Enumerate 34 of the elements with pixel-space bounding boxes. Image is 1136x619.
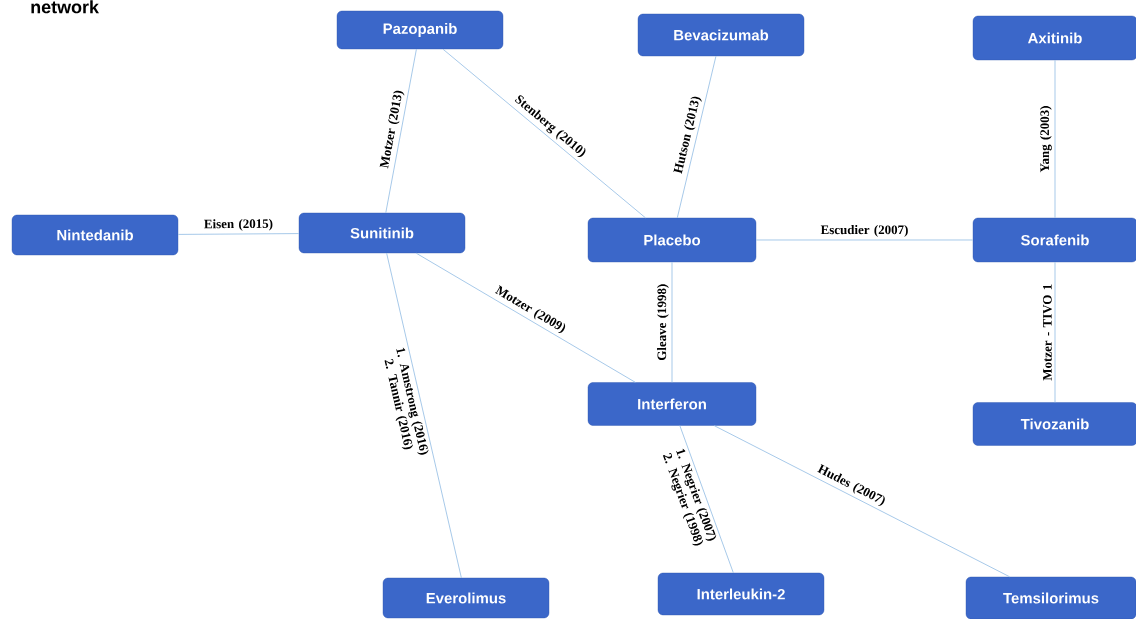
drug-box: Interferon [587,382,757,426]
connector-line [1054,59,1056,219]
drug-box: Sorafenib [972,217,1136,263]
edge-label: Escudier (2007) [820,225,908,237]
connector-line [713,425,1011,578]
edge-label: Eisen (2015) [204,218,273,231]
connector-line [1054,261,1056,403]
connector-line [671,261,673,383]
connector-line [442,48,646,219]
connector-line [679,425,734,574]
drug-box: Placebo [587,217,757,263]
edge-label: Yang (2003) [1039,106,1052,173]
drug-box: Pazopanib [336,10,504,50]
drug-box: Bevacizumab [637,13,805,57]
connector-line [676,55,717,219]
connector-line [385,48,417,214]
drug-box: Sunitinib [298,212,466,254]
drug-box: Tivozanib [972,402,1136,446]
drug-box: Nintedanib [11,214,179,256]
title: network [31,0,99,14]
drug-box: Interleukin-2 [657,572,825,616]
connector-line [415,252,636,383]
edge-label: Hutson (2013) [673,96,702,174]
edge-label: Motzer - TIVO 1 [1043,284,1052,381]
connector-line [177,233,300,235]
connector-line [386,252,462,579]
drug-box: Everolimus [382,577,550,619]
connector-line [755,239,974,241]
drug-box: Axitinib [972,15,1136,61]
edge-label: 1. Negrier (2007) 2. Negrier (1998) [662,448,717,546]
edge-label: 1. Amstrong (2016) 2. Tannir (2016) [384,347,429,455]
drug-box: Temsilorimus [965,576,1136,619]
edge-label: Motzer (2013) [379,90,405,169]
edge-label: Gleave (1998) [657,284,669,361]
